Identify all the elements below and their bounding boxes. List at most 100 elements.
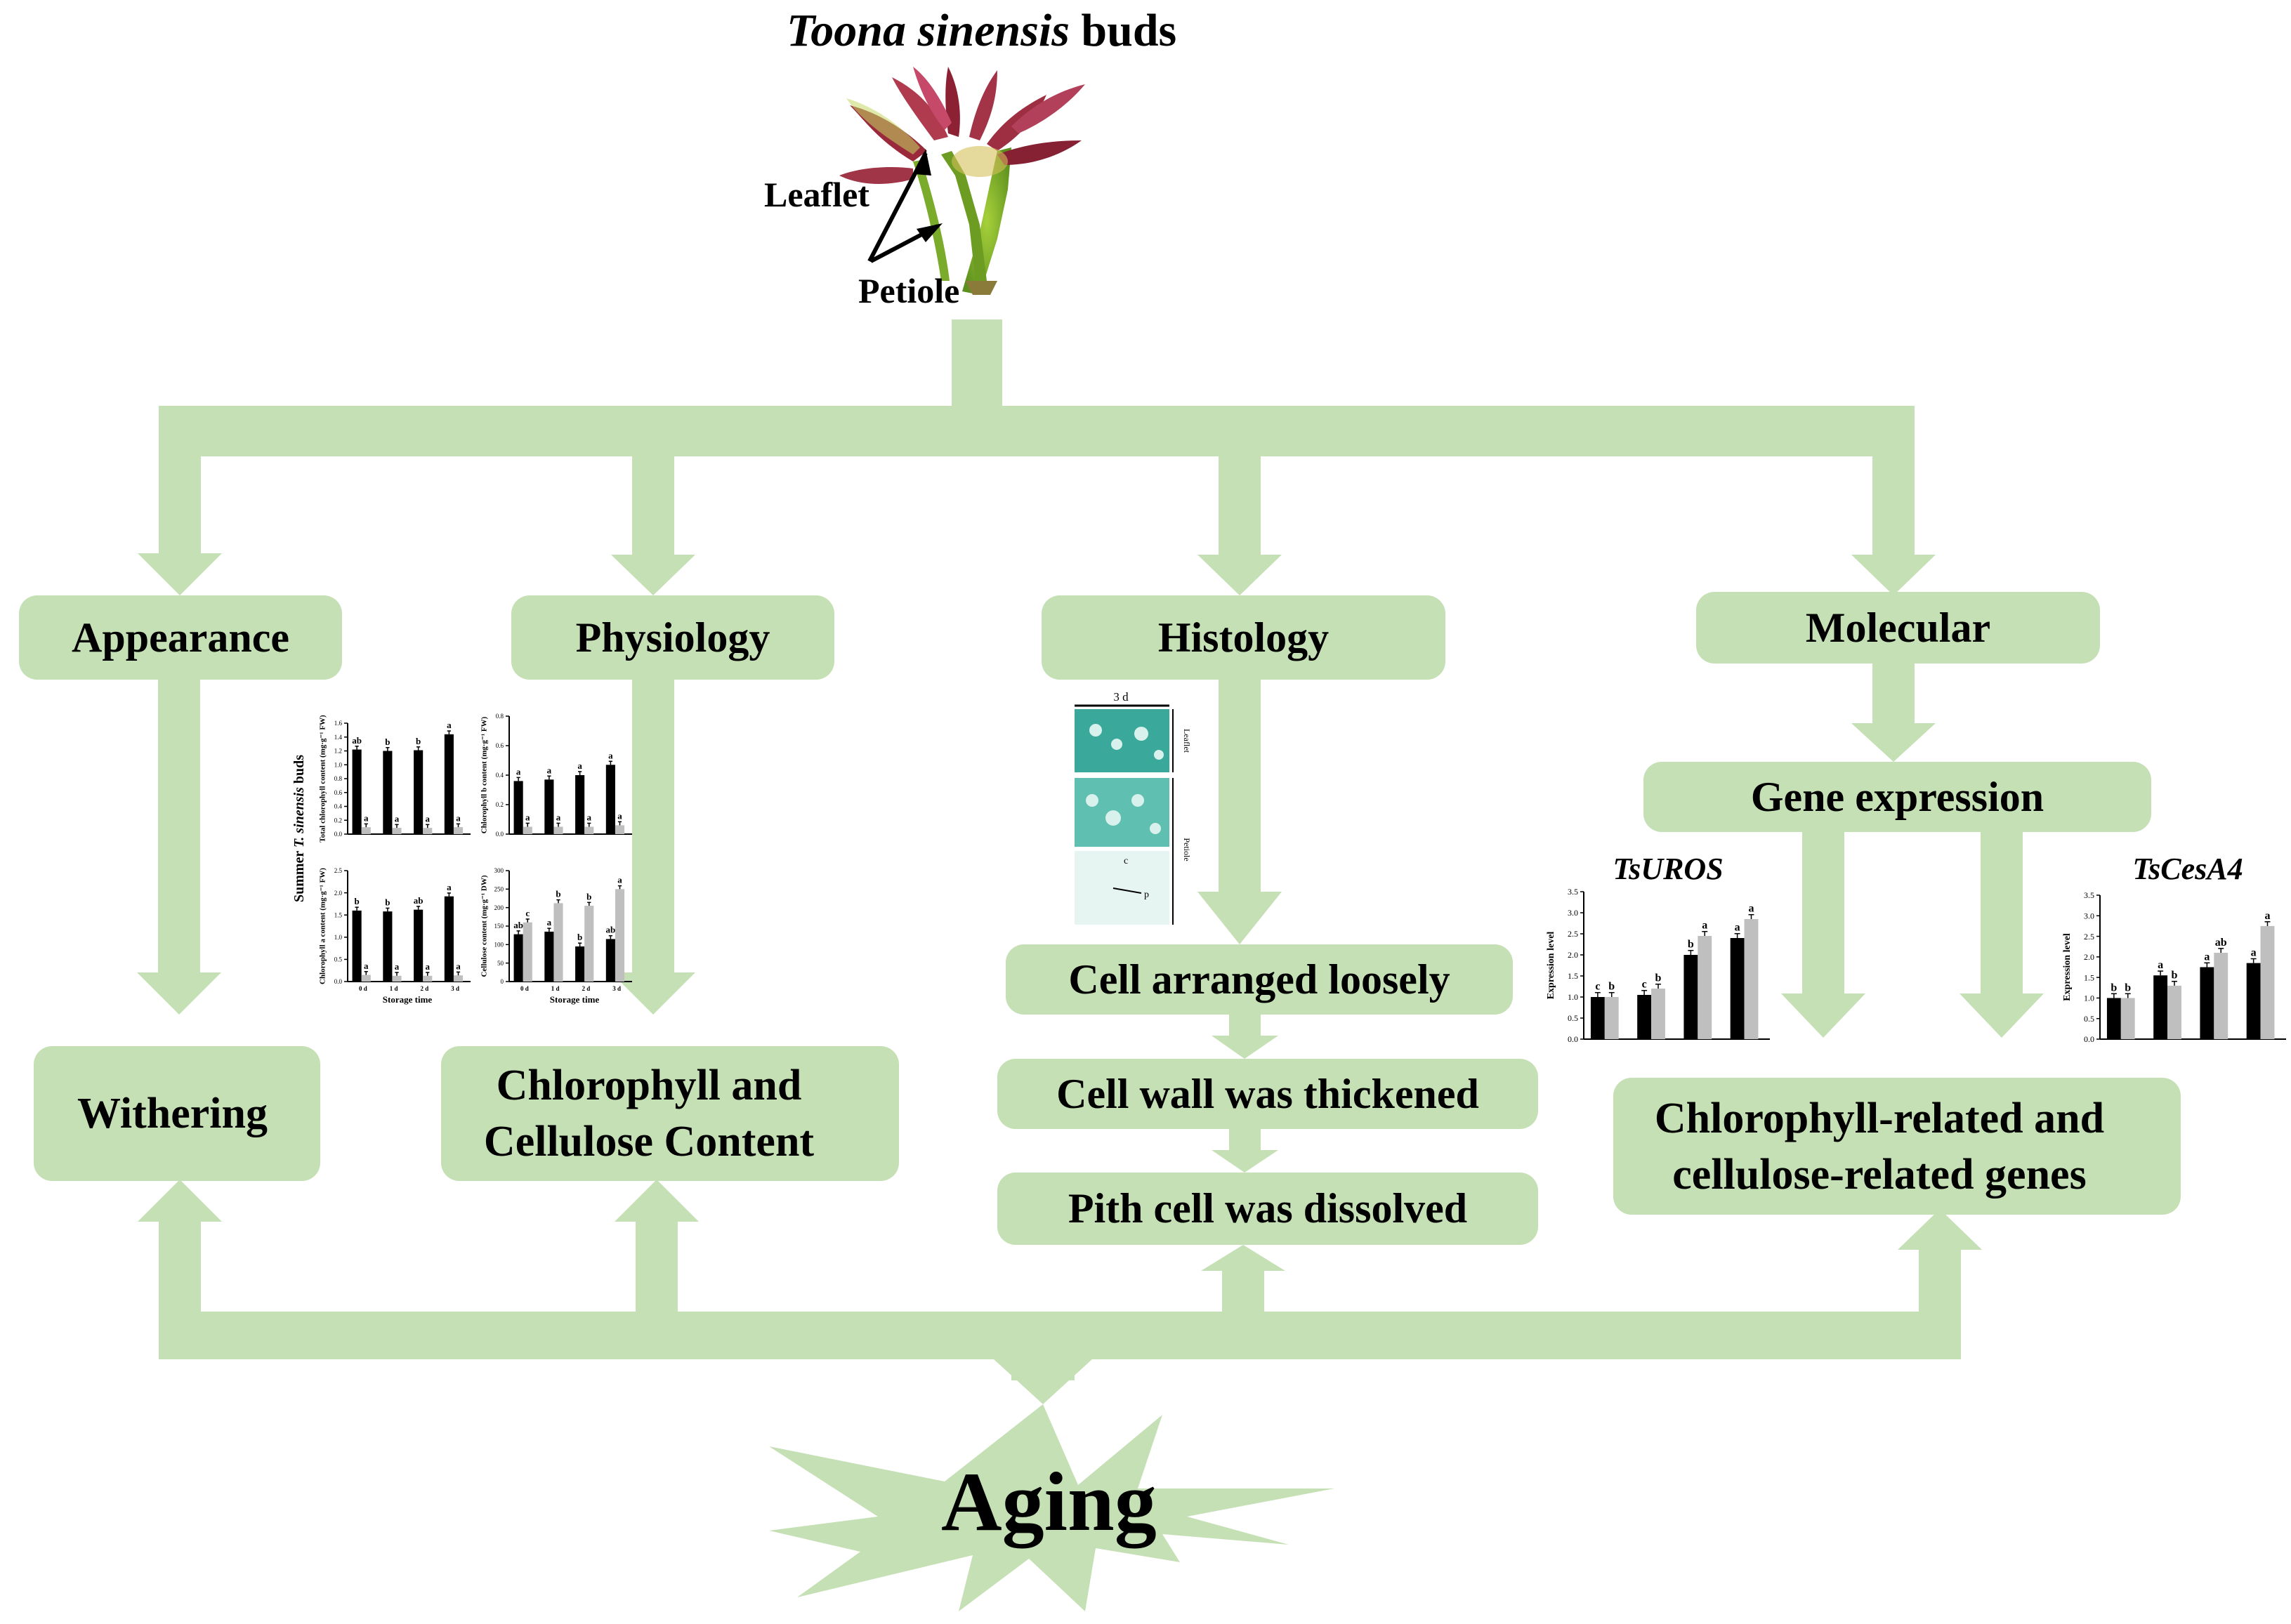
chart-3-ytick-label: 0.0 [496, 831, 504, 838]
chart-4-bar [444, 896, 454, 982]
chart-1-title: TsCesA4 [2132, 852, 2243, 886]
chart-4-sig-letter: a [447, 882, 452, 892]
chart-5-sig-letter: b [577, 932, 582, 942]
chart-3-bar [605, 765, 615, 834]
chart-5-bar [584, 906, 594, 982]
chart-4-sig-letter: a [426, 961, 431, 972]
chart-0-ytick-label: 2.0 [1568, 950, 1578, 960]
title-species: Toona sinensis [787, 5, 1070, 56]
chlorophyll-content-line1: Chlorophyll and [496, 1062, 802, 1109]
chart-0-ytick-label: 3.5 [1568, 887, 1578, 897]
appearance-box: Appearance [19, 595, 342, 680]
chart-2-sig-letter: a [364, 812, 369, 823]
chart-2-bar [383, 751, 393, 834]
chart-1-ytick-label: 3.0 [2084, 911, 2094, 920]
chart-3-bar [523, 826, 532, 834]
chart-2-sig-letter: a [395, 813, 400, 824]
chart-2-ytick-label: 0.8 [334, 775, 343, 782]
chart-2-ytick-label: 0.2 [334, 817, 342, 824]
chart-1-sig-letter: a [2251, 946, 2257, 958]
toona-buds-illustration [839, 67, 1085, 295]
chart-3-ytick-label: 0.6 [496, 742, 504, 749]
chart-1-ytick-label: 2.5 [2084, 932, 2094, 942]
chart-1-ytick-label: 1.0 [2084, 993, 2094, 1003]
chart-0-ytick-label: 1.5 [1568, 971, 1578, 981]
chart-3-ylabel: Chlorophyll b content (mg·g⁻¹ FW) [480, 716, 489, 833]
chart-2-ytick-label: 0.0 [334, 831, 343, 838]
chart-1-sig-letter: ab [2215, 937, 2227, 949]
cell-wall-box: Cell wall was thickened [997, 1059, 1538, 1129]
chart-4-ylabel: Chlorophyll a content (mg·g⁻¹ FW) [319, 868, 327, 984]
chart-1-sig-letter: a [2158, 959, 2163, 971]
chart-4-ytick-label: 2.5 [334, 867, 343, 874]
chart-0-ytick-label: 2.5 [1568, 929, 1578, 939]
chart-2-sig-letter: a [447, 720, 452, 730]
chart-2-sig-letter: a [456, 812, 461, 823]
chart-2-bar [423, 828, 433, 834]
chart-5-sig-letter: b [586, 891, 591, 902]
chart-1-bar [2214, 953, 2228, 1039]
chart-4-sig-letter: a [395, 961, 400, 972]
chart-2-bar [414, 750, 424, 834]
chart-0-bar [1590, 997, 1605, 1039]
chart-1-sig-letter: b [2125, 982, 2131, 993]
chart-1-bar [2246, 963, 2261, 1039]
molecular-box: Molecular [1696, 592, 2100, 664]
chart-1-bar [2106, 998, 2121, 1039]
chart-4-sig-letter: ab [414, 895, 424, 906]
chart-2-bar [361, 827, 371, 834]
histology-tissue-leaflet: Leaflet [1182, 729, 1192, 753]
chart-2-sig-letter: b [385, 737, 390, 747]
chart-0-sig-letter: b [1608, 981, 1615, 993]
chart-5-ytick-label: 0 [501, 978, 504, 985]
chart-5-xtick-label: 2 d [582, 985, 590, 992]
chart-1-bar [2153, 975, 2168, 1039]
chart-1-bar [2260, 925, 2275, 1039]
chart-4-ytick-label: 0.5 [334, 956, 343, 963]
chlorophyll-content-box: Chlorophyll and Cellulose Content [441, 1046, 899, 1181]
chart-4-bar [352, 910, 362, 982]
chart-0-bar [1637, 995, 1652, 1039]
chart-4-bar [361, 975, 371, 982]
chart-3-bar [513, 781, 523, 834]
chart-1-sig-letter: b [2111, 982, 2117, 993]
chart-2-bar [392, 828, 402, 834]
chart-2-ytick-label: 0.4 [334, 803, 343, 810]
chart-1-bar [2200, 967, 2214, 1039]
chart-0-ytick-label: 1.0 [1568, 992, 1578, 1002]
chart-4-sig-letter: a [364, 960, 369, 971]
histology-box: Histology [1042, 595, 1445, 680]
chart-4-xtick-label: 1 d [390, 985, 398, 992]
chart-4-xtick-label: 0 d [359, 985, 367, 992]
chart-4-sig-letter: b [385, 897, 390, 907]
chart-2-ylabel: Total chlorophyll content (mg·g⁻¹ FW) [319, 715, 327, 843]
chart-0-bar [1651, 989, 1665, 1039]
chart-5-ytick-label: 250 [494, 885, 504, 892]
chart-4-bar [414, 909, 424, 982]
chart-3-sig-letter: a [587, 812, 592, 822]
chart-3-bar [553, 826, 563, 834]
chart-0-ytick-label: 3.0 [1568, 908, 1578, 918]
chart-1-ytick-label: 0.5 [2084, 1014, 2094, 1024]
chart-4-ytick-label: 2.0 [334, 890, 343, 897]
histology-marker-c: c [1124, 856, 1128, 866]
chart-3-sig-letter: a [516, 766, 521, 777]
pith-box: Pith cell was dissolved [997, 1173, 1538, 1245]
chart-5-bar [523, 922, 532, 982]
chart-1-ytick-label: 2.0 [2084, 952, 2094, 962]
chart-1-ytick-label: 1.5 [2084, 972, 2094, 982]
gene-expression-box: Gene expression [1643, 762, 2151, 832]
related-genes-box: Chlorophyll-related and cellulose-relate… [1613, 1078, 2181, 1215]
chart-3-ytick-label: 0.2 [496, 801, 504, 808]
chart-4-bar [383, 911, 393, 982]
withering-label: Withering [77, 1090, 268, 1137]
chart-5-bar [513, 934, 523, 982]
chart-2-ytick-label: 1.2 [334, 748, 342, 755]
chart-2-ytick-label: 1.6 [334, 720, 343, 727]
title-suffix: buds [1069, 5, 1177, 56]
physiology-box: Physiology [511, 595, 834, 680]
histology-tissue-petiole: Petiole [1182, 838, 1192, 861]
physiology-xlabel-2: Storage time [550, 994, 600, 1005]
chart-1-bar [2120, 998, 2135, 1039]
